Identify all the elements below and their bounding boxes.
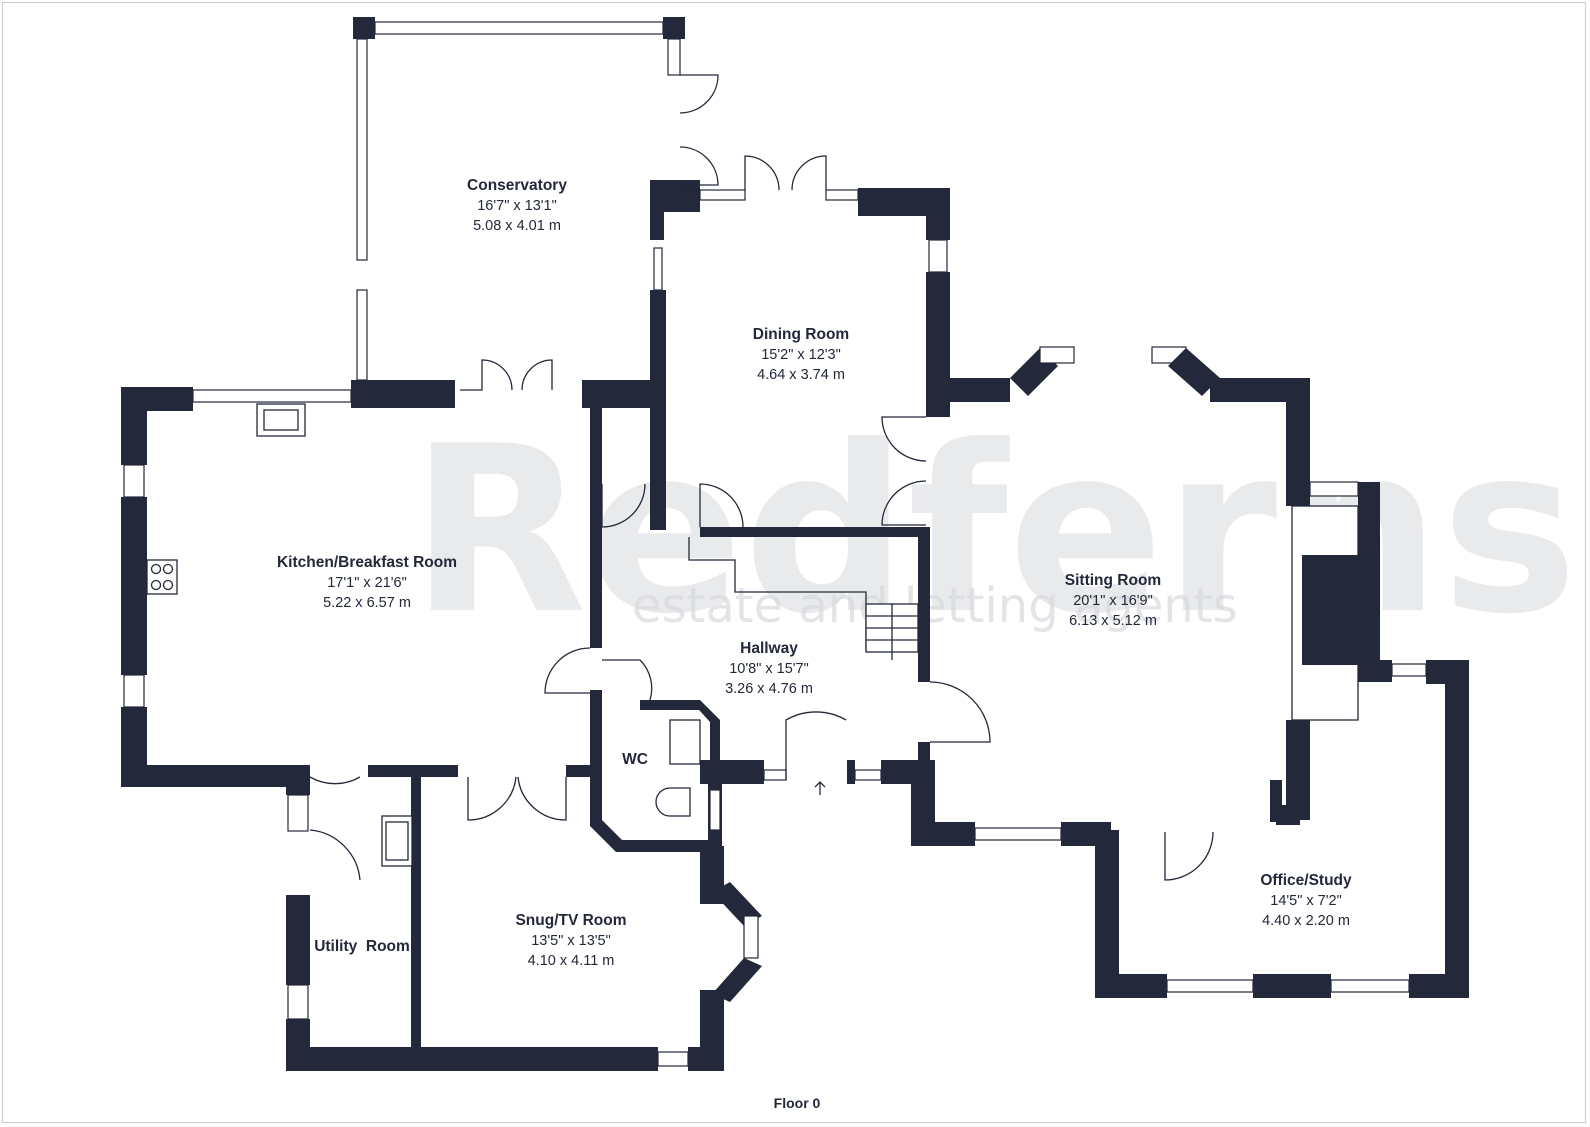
room-dim-metric: 6.13 x 5.12 m xyxy=(1069,613,1157,629)
room-dim-metric: 4.10 x 4.11 m xyxy=(528,953,615,969)
room-snug: Snug/TV Room 13'5" x 13'5" 4.10 x 4.11 m xyxy=(515,912,626,969)
basin-icon xyxy=(669,719,701,765)
room-kitchen: Kitchen/Breakfast Room 17'1" x 21'6" 5.2… xyxy=(277,554,457,611)
watermark-tagline: estate and letting agents xyxy=(632,578,1238,634)
toilet-icon xyxy=(655,787,691,817)
room-utility: Utility Room xyxy=(314,938,410,955)
room-dim-imperial: 17'1" x 21'6" xyxy=(327,575,407,591)
room-dining: Dining Room 15'2" x 12'3" 4.64 x 3.74 m xyxy=(753,326,849,383)
room-conservatory: Conservatory 16'7" x 13'1" 5.08 x 4.01 m xyxy=(467,177,567,234)
room-dim-imperial: 14'5" x 7'2" xyxy=(1270,893,1341,909)
hob-icon xyxy=(146,559,178,595)
room-dim-imperial: 13'5" x 13'5" xyxy=(531,933,611,949)
room-dim-metric: 5.22 x 6.57 m xyxy=(323,595,411,611)
watermark: Redferns estate and letting agents xyxy=(410,398,1578,665)
room-wc: WC xyxy=(622,751,648,768)
room-dim-metric: 5.08 x 4.01 m xyxy=(473,218,561,234)
room-name: Snug/TV Room xyxy=(515,912,626,929)
room-dim-imperial: 10'8" x 15'7" xyxy=(729,661,809,677)
room-hallway: Hallway 10'8" x 15'7" 3.26 x 4.76 m xyxy=(725,640,813,697)
room-name: Dining Room xyxy=(753,326,849,343)
room-dim-imperial: 16'7" x 13'1" xyxy=(477,198,557,214)
room-dim-metric: 4.64 x 3.74 m xyxy=(757,367,845,383)
doors xyxy=(309,74,1214,881)
room-office: Office/Study 14'5" x 7'2" 4.40 x 2.20 m xyxy=(1260,872,1352,929)
room-dim-imperial: 20'1" x 16'9" xyxy=(1073,593,1153,609)
watermark-brand: Redferns xyxy=(410,398,1578,665)
room-name: Kitchen/Breakfast Room xyxy=(277,554,457,571)
room-name: Conservatory xyxy=(467,177,567,194)
fixtures xyxy=(146,403,1359,867)
room-dim-metric: 3.26 x 4.76 m xyxy=(725,681,813,697)
room-name: Office/Study xyxy=(1260,872,1352,889)
room-dim-imperial: 15'2" x 12'3" xyxy=(761,347,841,363)
room-sitting: Sitting Room 20'1" x 16'9" 6.13 x 5.12 m xyxy=(1065,572,1161,629)
room-name: Sitting Room xyxy=(1065,572,1161,589)
room-name: Hallway xyxy=(740,640,798,657)
room-dim-metric: 4.40 x 2.20 m xyxy=(1262,913,1350,929)
room-name: WC xyxy=(622,751,648,768)
floor-label: Floor 0 xyxy=(774,1095,821,1111)
room-labels: Conservatory 16'7" x 13'1" 5.08 x 4.01 m… xyxy=(277,177,1352,969)
room-name: Utility Room xyxy=(314,938,410,955)
